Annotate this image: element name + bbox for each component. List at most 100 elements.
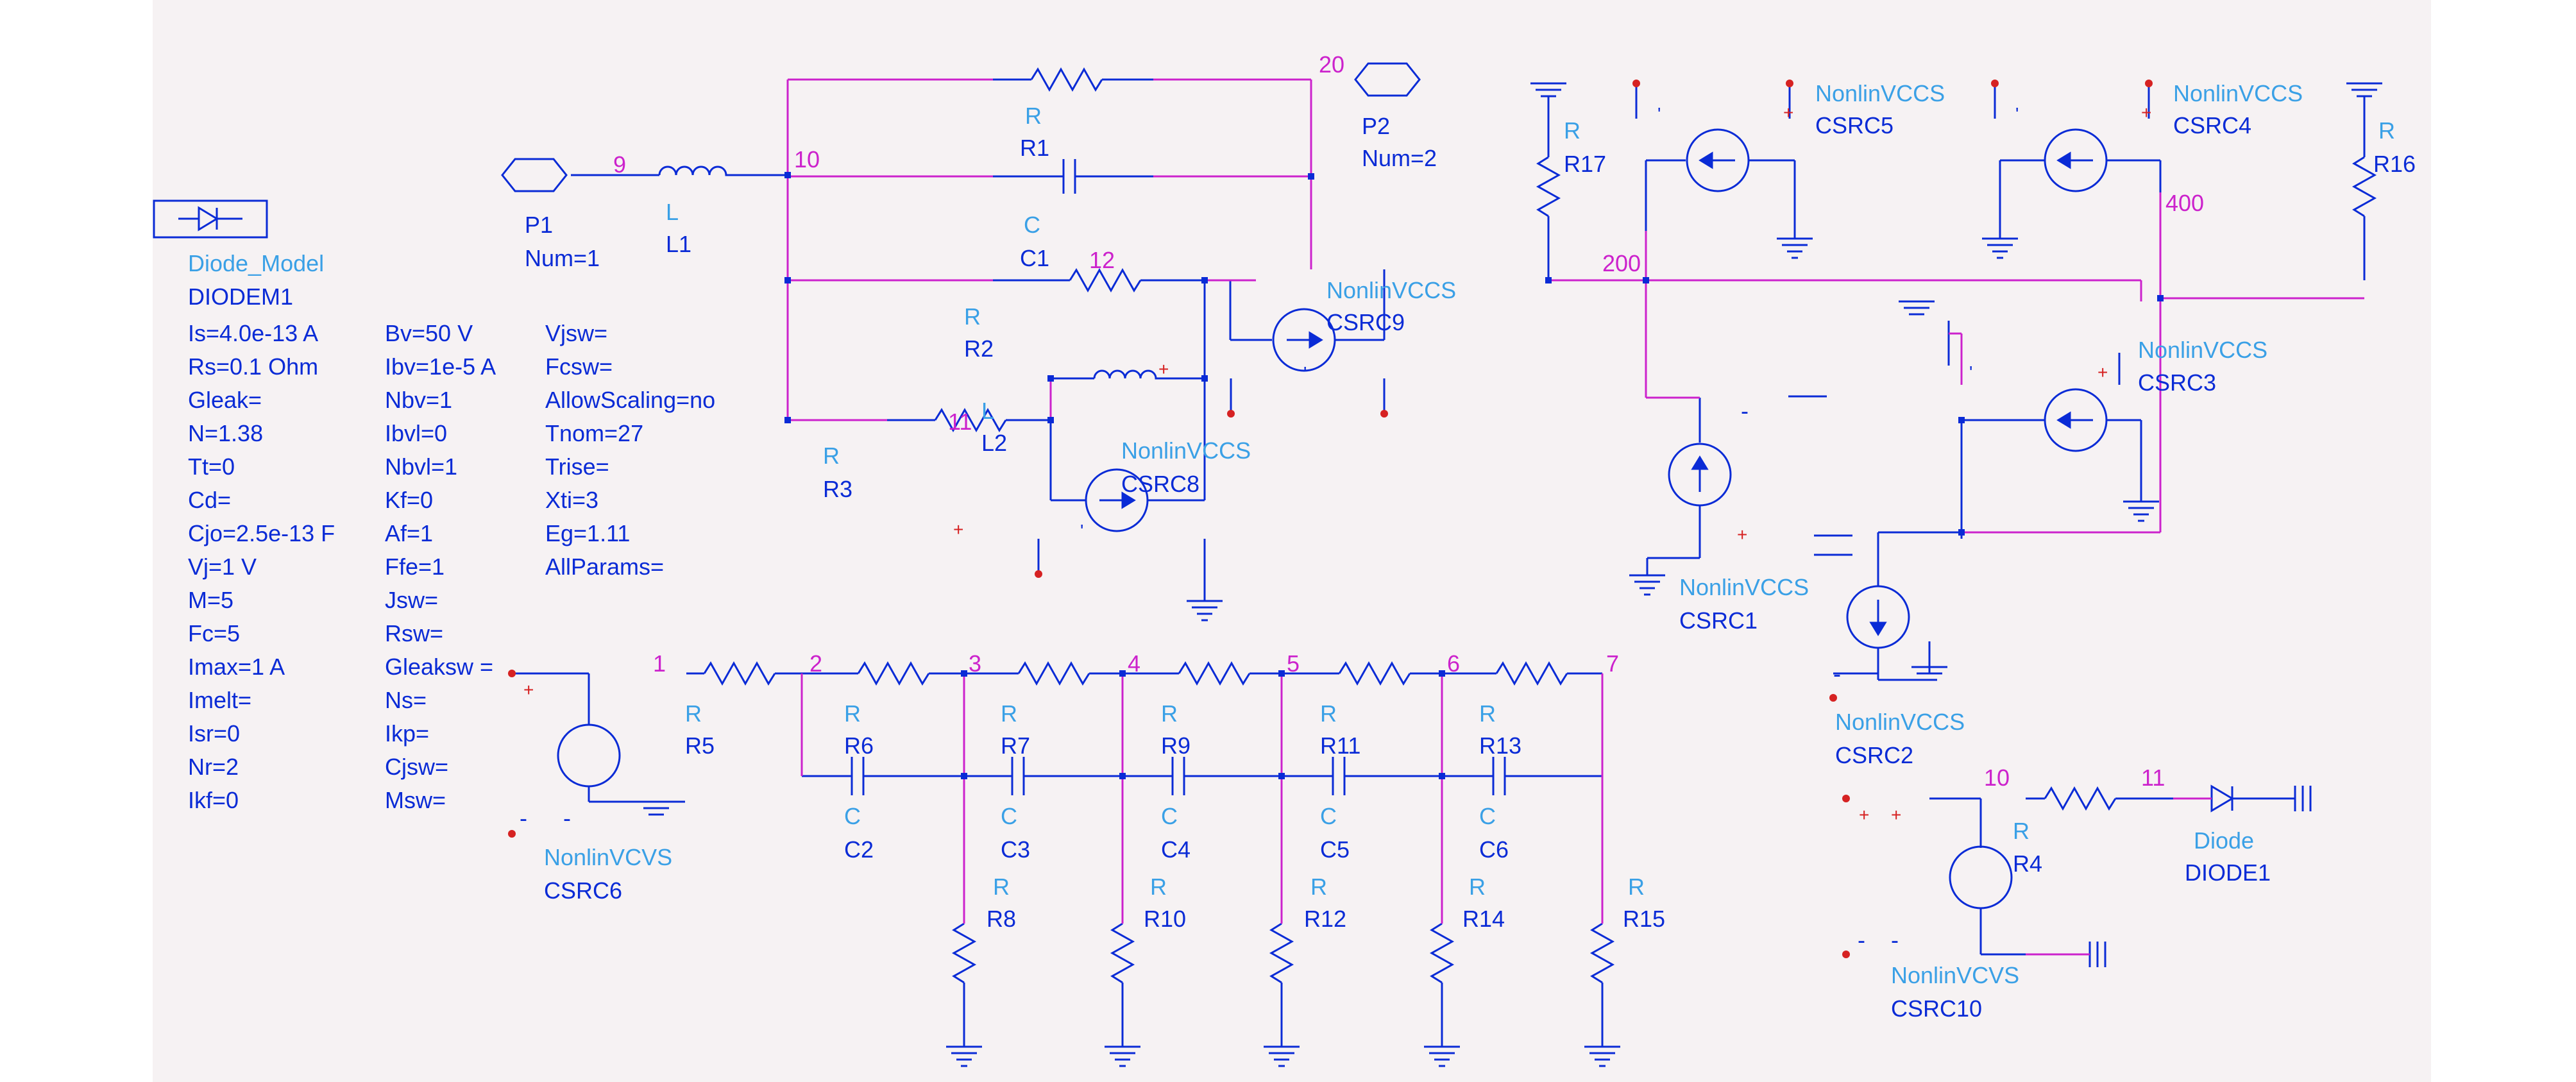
diode-param: Fcsw= — [545, 353, 613, 380]
node-200: 200 — [1602, 250, 1641, 276]
r3-name: R3 — [823, 476, 853, 502]
diode-param: Msw= — [385, 787, 446, 813]
r17-name: R17 — [1564, 151, 1607, 177]
r11-name: R11 — [1320, 732, 1361, 759]
diode-param: Tt=0 — [188, 453, 235, 480]
csrc1-type: NonlinVCCS — [1679, 574, 1809, 600]
schematic-drawing — [153, 62, 2384, 1067]
chassis-grounds — [2089, 786, 2312, 967]
diode-param: Ffe=1 — [385, 554, 445, 580]
wires-net — [786, 78, 2364, 956]
node-11: 11 — [948, 409, 972, 435]
csrc5-type: NonlinVCCS — [1815, 80, 1945, 106]
polarity-plus: + — [1158, 359, 1169, 379]
polarity-minus: - — [563, 805, 571, 831]
r6-name: R6 — [844, 732, 874, 759]
r4-type: R — [2013, 818, 2029, 844]
polarity-tick: ' — [1303, 363, 1307, 383]
diode-param: Cjo=2.5e-13 F — [188, 520, 335, 546]
r9-type: R — [1161, 700, 1178, 727]
l2-name: L2 — [981, 430, 1008, 456]
port-p1-num: Num=1 — [525, 245, 600, 271]
diode-param: Isr=0 — [188, 720, 241, 747]
csrc10-name: CSRC10 — [1891, 995, 1983, 1022]
c2-type: C — [844, 803, 861, 829]
r8-type: R — [993, 874, 1010, 900]
diode-param: Bv=50 V — [385, 320, 473, 346]
diode-param: Rs=0.1 Ohm — [188, 353, 319, 380]
diode-param: Imax=1 A — [188, 654, 285, 680]
polarity-plus: + — [2097, 362, 2108, 382]
node-1: 1 — [653, 650, 666, 677]
diode-param: Nr=2 — [188, 754, 239, 780]
polarity-tick: ' — [1969, 362, 1973, 382]
polarity-plus: + — [953, 520, 964, 539]
port-shapes — [501, 62, 1421, 192]
csrc4-type: NonlinVCCS — [2173, 80, 2303, 106]
diode-param: Kf=0 — [385, 487, 434, 513]
c5-name: C5 — [1320, 836, 1350, 863]
c6-name: C6 — [1479, 836, 1509, 863]
c1-type: C — [1024, 212, 1040, 238]
csrc8-name: CSRC8 — [1121, 471, 1200, 497]
node-12: 12 — [1089, 247, 1115, 273]
diode-param: Ibvl=0 — [385, 420, 448, 446]
polarity-minus: - — [520, 805, 527, 831]
r16-type: R — [2378, 117, 2395, 144]
diode-param: Imelt= — [188, 687, 252, 713]
r1-type: R — [1025, 103, 1042, 129]
polarity-tick: ' — [2015, 104, 2019, 124]
wires-blue — [153, 67, 2377, 1039]
diode-param: Is=4.0e-13 A — [188, 320, 319, 346]
r15-type: R — [1628, 874, 1645, 900]
diode-param: Ibv=1e-5 A — [385, 353, 496, 380]
polarity-plus: + — [1859, 805, 1870, 825]
diode-param: Vjsw= — [545, 320, 608, 346]
polarity-tick: ' — [1657, 104, 1661, 124]
polarity-minus: - — [1833, 661, 1841, 687]
diode-param: Nbvl=1 — [385, 453, 458, 480]
r14-type: R — [1469, 874, 1486, 900]
r13-name: R13 — [1479, 732, 1522, 759]
r5-type: R — [685, 700, 702, 727]
c4-name: C4 — [1161, 836, 1191, 863]
r15-name: R15 — [1623, 906, 1666, 932]
junction-dots — [784, 172, 2164, 779]
csrc6-type: NonlinVCVS — [544, 844, 673, 870]
r16-name: R16 — [2373, 151, 2416, 177]
r7-type: R — [1001, 700, 1017, 727]
r13-type: R — [1479, 700, 1496, 727]
polarity-plus: + — [1891, 805, 1902, 825]
node-10: 10 — [794, 146, 820, 173]
polarity-minus: - — [1741, 398, 1749, 424]
csrc3-type: NonlinVCCS — [2138, 337, 2268, 363]
c1-name: C1 — [1020, 245, 1050, 271]
port-p2-name: P2 — [1362, 113, 1391, 139]
csrc6-name: CSRC6 — [544, 877, 623, 904]
l1-name: L1 — [666, 231, 692, 257]
diode-param: Cd= — [188, 487, 232, 513]
c3-name: C3 — [1001, 836, 1031, 863]
r3-type: R — [823, 443, 840, 469]
node-4: 4 — [1128, 650, 1141, 677]
r2-type: R — [964, 303, 981, 330]
diode-param: Ikp= — [385, 720, 430, 747]
csrc2-name: CSRC2 — [1835, 742, 1914, 768]
diode-param: Ikf=0 — [188, 787, 239, 813]
node-400: 400 — [2165, 190, 2205, 216]
node-11b: 11 — [2141, 765, 2165, 791]
r2-name: R2 — [964, 335, 994, 362]
csrc10-type: NonlinVCVS — [1891, 962, 2020, 988]
diode-param: Af=1 — [385, 520, 434, 546]
csrc5-name: CSRC5 — [1815, 112, 1894, 139]
port-p1-name: P1 — [525, 212, 554, 238]
r9-name: R9 — [1161, 732, 1191, 759]
diode-param: Eg=1.11 — [545, 520, 631, 546]
r8-name: R8 — [987, 906, 1017, 932]
r10-type: R — [1150, 874, 1167, 900]
diode-param: Rsw= — [385, 620, 444, 647]
csrc9-name: CSRC9 — [1326, 309, 1405, 335]
r6-type: R — [844, 700, 861, 727]
